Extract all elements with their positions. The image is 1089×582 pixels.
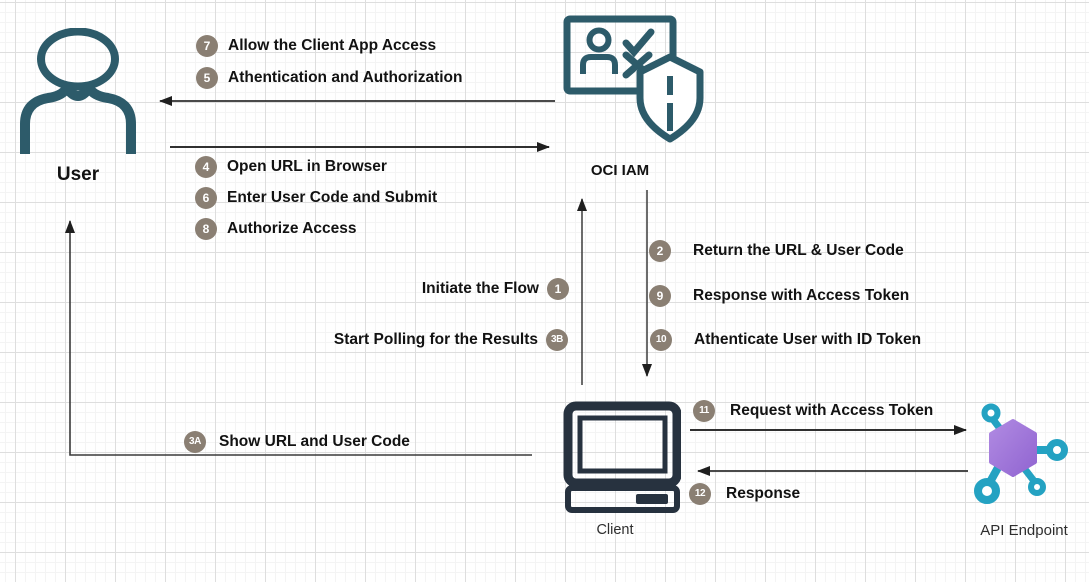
message-text: Response xyxy=(726,485,801,502)
desktop-computer-icon xyxy=(563,401,681,513)
message-text: Athentication and Authorization xyxy=(228,69,463,86)
message-open-url-in-browser: 4 Open URL in Browser xyxy=(195,156,387,178)
message-text: Athenticate User with ID Token xyxy=(694,331,922,348)
message-text: Return the URL & User Code xyxy=(693,242,904,259)
message-enter-user-code-submit: 6 Enter User Code and Submit xyxy=(195,187,437,209)
id-badge-shield-icon xyxy=(563,15,704,143)
step-badge: 8 xyxy=(195,218,217,240)
message-text: Response with Access Token xyxy=(693,287,910,304)
message-response-access-token: 9 Response with Access Token xyxy=(649,285,909,307)
message-athentication-authorization: 5 Athentication and Authorization xyxy=(196,67,463,89)
message-initiate-the-flow: Initiate the Flow 1 xyxy=(422,278,569,300)
actor-label-oci-iam: OCI IAM xyxy=(590,162,650,179)
step-badge: 6 xyxy=(195,187,217,209)
step-badge: 1 xyxy=(547,278,569,300)
message-show-url-user-code: 3A Show URL and User Code xyxy=(184,431,410,453)
message-text: Request with Access Token xyxy=(730,402,934,419)
step-badge: 5 xyxy=(196,67,218,89)
person-icon xyxy=(20,28,136,154)
message-text: Authorize Access xyxy=(227,220,357,237)
step-badge: 9 xyxy=(649,285,671,307)
actor-label-user: User xyxy=(56,164,100,185)
step-badge: 12 xyxy=(689,483,711,505)
step-badge: 11 xyxy=(693,400,715,422)
message-return-url-user-code: 2 Return the URL & User Code xyxy=(649,240,904,262)
message-response: 12 Response xyxy=(689,483,800,505)
step-badge: 7 xyxy=(196,35,218,57)
message-athenticate-user-id-token: 10 Athenticate User with ID Token xyxy=(650,329,921,351)
message-text: Start Polling for the Results xyxy=(333,331,538,348)
actor-label-api-endpoint: API Endpoint xyxy=(980,522,1068,539)
message-start-polling-results: Start Polling for the Results 3B xyxy=(334,329,568,351)
actor-label-client: Client xyxy=(596,522,634,538)
message-text: Initiate the Flow xyxy=(421,280,539,297)
message-text: Enter User Code and Submit xyxy=(227,189,438,206)
message-request-access-token: 11 Request with Access Token xyxy=(693,400,933,422)
message-text: Allow the Client App Access xyxy=(228,37,437,54)
api-network-node-icon xyxy=(974,403,1068,504)
message-authorize-access: 8 Authorize Access xyxy=(195,218,357,240)
step-badge: 10 xyxy=(650,329,672,351)
step-badge: 2 xyxy=(649,240,671,262)
message-text: Show URL and User Code xyxy=(219,433,410,450)
step-badge: 3A xyxy=(184,431,206,453)
step-badge: 3B xyxy=(546,329,568,351)
step-badge: 4 xyxy=(195,156,217,178)
message-text: Open URL in Browser xyxy=(227,158,387,175)
message-allow-client-app-access: 7 Allow the Client App Access xyxy=(196,35,436,57)
